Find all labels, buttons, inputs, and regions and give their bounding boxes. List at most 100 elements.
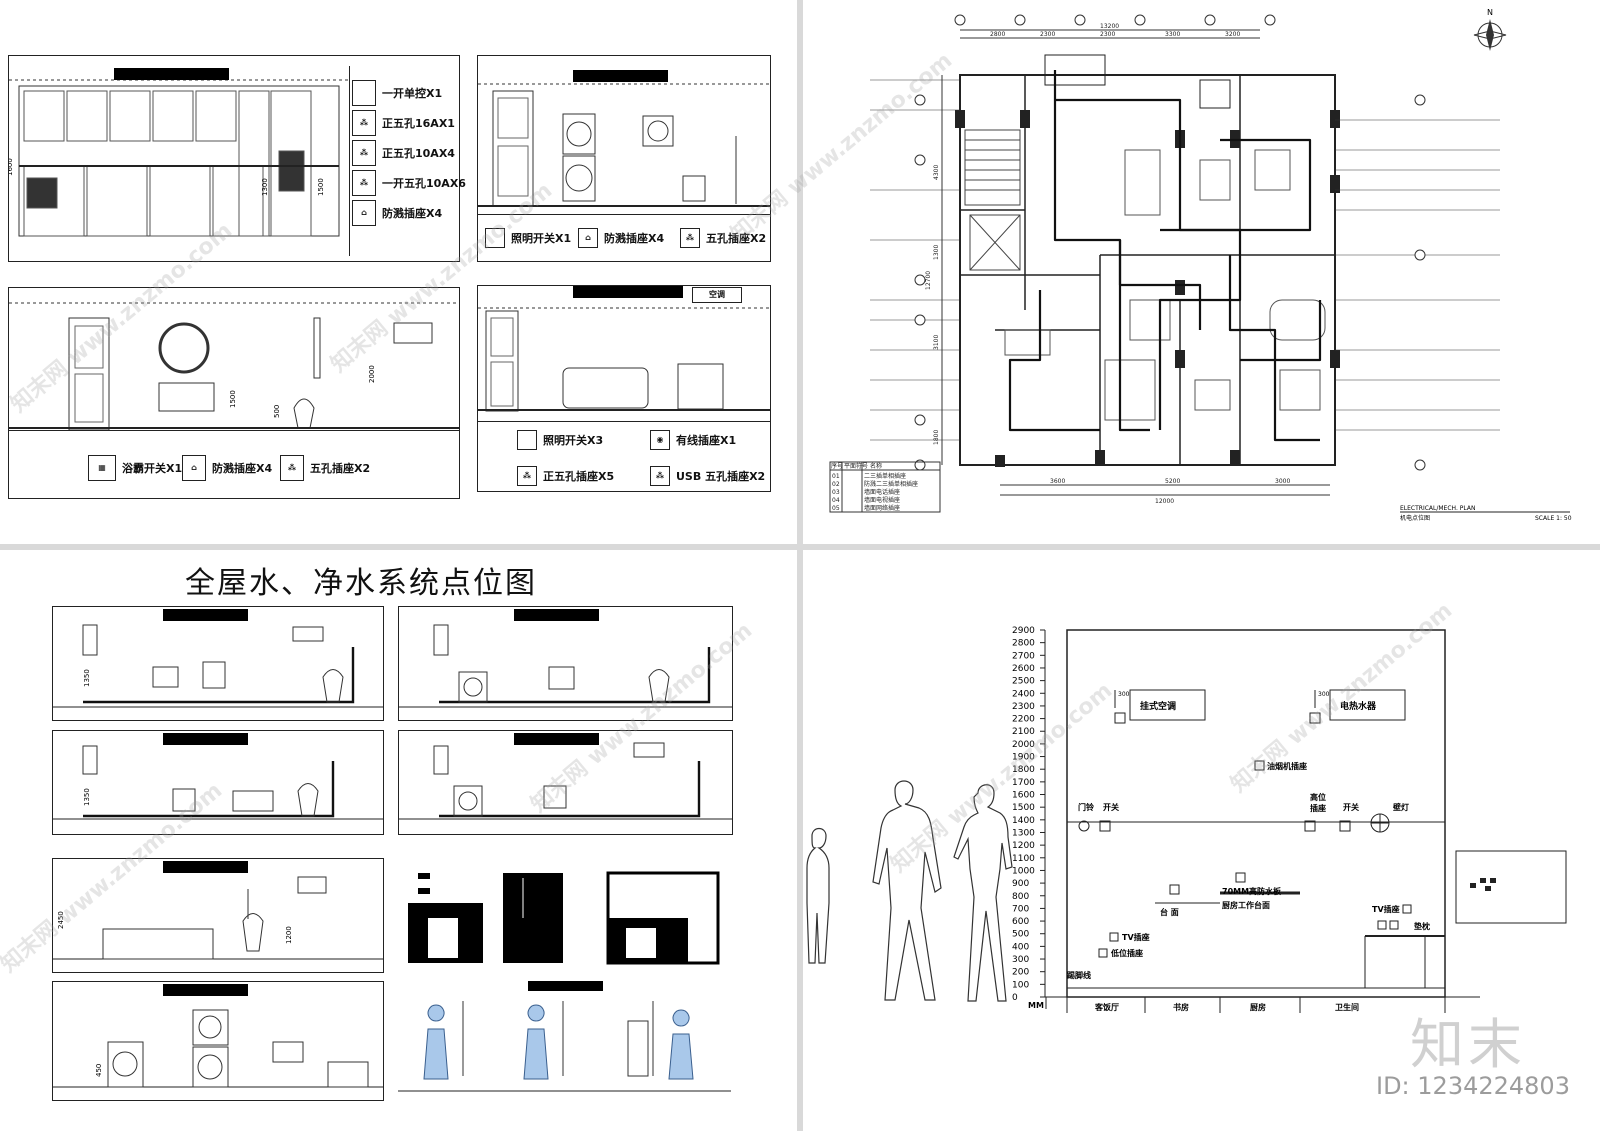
legend-label: 正五孔10AX4 <box>382 147 455 160</box>
svg-text:12000: 12000 <box>1155 498 1174 505</box>
y-tick-label: 2400 <box>1012 689 1035 699</box>
svg-text:1300: 1300 <box>261 178 269 196</box>
light-switch-icon <box>517 430 537 450</box>
splash-socket-icon: ⌂ <box>578 228 598 248</box>
svg-text:垫枕: 垫枕 <box>1414 921 1430 931</box>
y-tick-label: 2100 <box>1012 727 1035 737</box>
svg-text:二三插单相插座: 二三插单相插座 <box>864 472 906 480</box>
svg-text:300: 300 <box>1118 691 1130 698</box>
svg-text:1600: 1600 <box>9 158 14 176</box>
divider-horizontal <box>0 544 1600 550</box>
brand-id: ID: 1234224803 <box>1376 1072 1570 1100</box>
svg-text:05: 05 <box>832 505 840 512</box>
single-switch-icon <box>352 80 376 106</box>
ac-socket-icon <box>1114 712 1126 724</box>
tv-socket-icon <box>1109 932 1119 942</box>
svg-text:3200: 3200 <box>1225 31 1240 38</box>
svg-text:500: 500 <box>273 405 281 418</box>
water-elevation-6: 1800 <box>398 858 731 971</box>
hood-socket-icon <box>1254 760 1265 771</box>
counter-socket-icon <box>1235 872 1246 883</box>
svg-text:插座: 插座 <box>1310 803 1326 813</box>
svg-text:壁灯: 壁灯 <box>1393 802 1409 812</box>
water-elevation-1: 1350 <box>52 606 384 721</box>
y-tick-label: 100 <box>1012 980 1029 990</box>
y-tick-label: 600 <box>1012 917 1029 927</box>
y-tick-label: 2800 <box>1012 639 1035 649</box>
kitchen-elevation: 1600 1300 1500 <box>6 55 460 262</box>
y-tick-label: 1900 <box>1012 753 1035 763</box>
legend-label: 防溅插座X4 <box>212 462 273 475</box>
legend-label: 一开单控X1 <box>382 87 443 100</box>
svg-text:2450: 2450 <box>57 911 65 929</box>
y-tick-label: 0 <box>1012 993 1018 1003</box>
svg-text:3100: 3100 <box>933 335 940 350</box>
y-tick-label: 400 <box>1012 942 1029 952</box>
svg-text:2300: 2300 <box>1040 31 1055 38</box>
water-heater-socket-icon <box>1309 712 1321 724</box>
shower-elevations <box>398 981 731 1099</box>
low-socket-icon <box>1098 948 1108 958</box>
page-title: 全屋水、净水系统点位图 <box>185 566 537 601</box>
compass-icon: N <box>1473 8 1507 51</box>
socket-10a-icon: ⁂ <box>352 140 376 166</box>
y-tick-label: 900 <box>1012 879 1029 889</box>
y-tick-label: 1000 <box>1012 866 1035 876</box>
svg-text:开关: 开关 <box>1103 802 1119 812</box>
axis-unit: MM <box>1028 1001 1044 1010</box>
svg-text:1200: 1200 <box>285 926 293 944</box>
legend-label: 防溅插座X4 <box>604 232 665 245</box>
svg-text:防溅二三插单相插座: 防溅二三插单相插座 <box>864 480 918 488</box>
switch-icon <box>1099 820 1111 832</box>
y-tick-label: 2900 <box>1012 626 1035 636</box>
bathroom-elevation: 2000 1500 500 <box>8 287 460 499</box>
ac-box-label: 挂式空调 <box>1140 700 1176 712</box>
y-tick-label: 800 <box>1012 892 1029 902</box>
y-tick-label: 2600 <box>1012 664 1035 674</box>
y-tick-label: 1200 <box>1012 841 1035 851</box>
svg-text:3300: 3300 <box>1165 31 1180 38</box>
svg-text:300: 300 <box>1318 691 1330 698</box>
water-system-panel: 全屋水、净水系统点位图 1350 <box>0 548 800 1131</box>
plan-scale: SCALE 1: 50 <box>1535 515 1572 522</box>
svg-text:12700: 12700 <box>925 271 932 290</box>
svg-text:墙面电话插座: 墙面电话插座 <box>864 488 900 496</box>
five-hole-socket-icon: ⁂ <box>280 455 304 481</box>
svg-text:平面符号: 平面符号 <box>844 462 868 470</box>
switch-socket-icon: ⁂ <box>352 170 376 196</box>
y-tick-label: 500 <box>1012 930 1029 940</box>
y-tick-label: 1300 <box>1012 828 1035 838</box>
svg-text:厨房工作台面: 厨房工作台面 <box>1222 900 1270 910</box>
svg-text:02: 02 <box>832 481 840 488</box>
y-tick-label: 2000 <box>1012 740 1035 750</box>
socket-16a-icon: ⁂ <box>352 110 376 136</box>
counter-label: 台 面 <box>1160 907 1179 917</box>
svg-text:4300: 4300 <box>933 165 940 180</box>
splash-socket-icon: ⌂ <box>182 455 206 481</box>
switch-icon <box>1339 820 1351 832</box>
cable-socket-icon: ◉ <box>650 430 670 450</box>
svg-text:1800: 1800 <box>933 430 940 445</box>
svg-text:门铃: 门铃 <box>1078 802 1094 812</box>
svg-text:高位: 高位 <box>1310 792 1326 802</box>
light-switch-icon <box>485 228 505 248</box>
skirting-label: 踢脚线 <box>1067 970 1091 980</box>
height-chart-svg: 2900280027002600250024002300220021002000… <box>806 626 1567 1013</box>
tv-socket-icon <box>1402 904 1412 914</box>
svg-text:1800: 1800 <box>547 900 555 918</box>
y-tick-label: 1400 <box>1012 816 1035 826</box>
room-label: 书房 <box>1173 1002 1189 1012</box>
five-hole-socket-icon: ⁂ <box>680 228 700 248</box>
y-tick-label: 2500 <box>1012 677 1035 687</box>
laundry-drawing <box>478 83 770 207</box>
y-tick-label: 1500 <box>1012 803 1035 813</box>
water-elevation-3: 1350 <box>52 730 384 835</box>
ac-label: 空调 <box>692 287 742 303</box>
legend-label: 五孔插座X2 <box>706 232 767 245</box>
kitchen-drawing: 1600 1300 1500 <box>6 79 349 237</box>
plan-subcaption: 机电点位图 <box>1400 514 1430 522</box>
svg-text:序号: 序号 <box>831 462 843 470</box>
room-label: 卫生间 <box>1335 1002 1359 1012</box>
svg-text:03: 03 <box>832 489 840 496</box>
legend-label: 一开五孔10AX6 <box>382 177 466 190</box>
